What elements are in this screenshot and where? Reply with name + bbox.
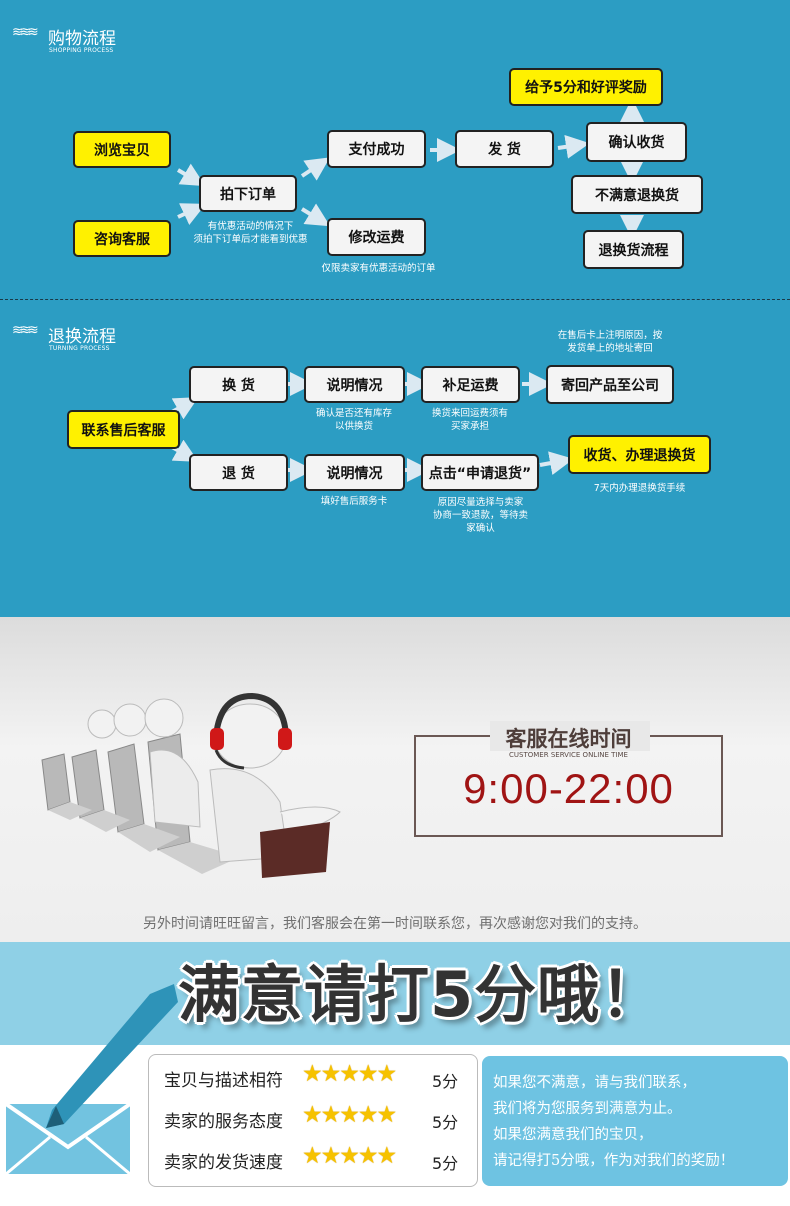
- service-title-bg: [490, 721, 650, 751]
- customer-service-illustration: [41, 692, 341, 878]
- step-pay: 支付成功: [327, 130, 426, 168]
- wave-icon: ≋≋≋: [12, 25, 39, 40]
- service-panel: 客服在线时间 CUSTOMER SERVICE ONLINE TIME 9:00…: [0, 617, 790, 942]
- step-modify-shipping: 修改运费: [327, 218, 426, 256]
- rating-label: 卖家的发货速度: [164, 1153, 283, 1173]
- rating-banner-text: 满意请打5分哦！: [178, 958, 664, 1031]
- shipping-fee-note: 换货来回运费须有 买家承担: [431, 408, 508, 432]
- arrow: [177, 203, 206, 225]
- step-browse: 浏览宝贝: [73, 131, 171, 168]
- service-hours: 9:00-22:00: [463, 765, 674, 812]
- arrow: [539, 451, 574, 475]
- rating-stars: ★★★★★: [302, 1061, 397, 1087]
- process-panel: ≋≋≋ 购物流程 SHOPPING PROCESS: [0, 0, 790, 617]
- rating-panel: 满意请打5分哦！ 宝贝与描述相符 ★★★★★ 5分 卖家的服务态度 ★★★★★ …: [0, 942, 790, 1206]
- step-send-back: 寄回产品至公司: [546, 365, 674, 404]
- explain1-note: 确认是否还有库存 以供换货: [315, 408, 392, 432]
- service-subtitle: CUSTOMER SERVICE ONLINE TIME: [509, 751, 628, 759]
- rating-score: 5分: [432, 1072, 459, 1091]
- step-consult: 咨询客服: [73, 220, 171, 257]
- step-receive: 收货、办理退换货: [568, 435, 711, 474]
- arrow: [300, 203, 331, 227]
- send-back-note: 在售后卡上注明原因，按 发货单上的地址寄回: [557, 330, 663, 354]
- modify-note: 仅限卖家有优惠活动的订单: [321, 263, 436, 274]
- step-apply-refund: 点击“申请退货”: [421, 454, 539, 491]
- rating-score: 5分: [432, 1154, 459, 1173]
- service-title: 客服在线时间: [505, 727, 632, 751]
- shopping-subtitle: SHOPPING PROCESS: [49, 47, 114, 54]
- explain2-note: 填好售后服务卡: [320, 496, 388, 507]
- message-line: 请记得打5分哦，作为对我们的奖励！: [493, 1153, 735, 1169]
- rating-stars: ★★★★★: [302, 1102, 397, 1128]
- step-confirm: 确认收货: [586, 122, 687, 162]
- order-note: 有优惠活动的情况下 须拍下订单后才能看到优惠: [193, 221, 308, 245]
- receive-note: 7天内办理退换货手续: [593, 483, 686, 494]
- message-line: 如果您满意我们的宝贝，: [493, 1127, 653, 1143]
- step-refund: 退 货: [189, 454, 288, 491]
- rating-label: 卖家的服务态度: [164, 1112, 283, 1132]
- section-divider: [0, 299, 790, 300]
- rating-score: 5分: [432, 1113, 459, 1132]
- returns-subtitle: TURNING PROCESS: [49, 345, 110, 352]
- rating-card: [148, 1054, 478, 1187]
- step-exchange: 换 货: [189, 366, 288, 403]
- message-line: 我们将为您服务到满意为止。: [493, 1101, 682, 1117]
- step-return-flow: 退换货流程: [583, 230, 684, 269]
- step-shipping-fee: 补足运费: [421, 366, 520, 403]
- envelope-pen-icon: [4, 984, 178, 1176]
- returns-title: 退换流程: [48, 327, 116, 347]
- step-ship: 发 货: [455, 130, 554, 168]
- shopping-title: 购物流程: [48, 29, 116, 49]
- message-box: 如果您不满意，请与我们联系， 我们将为您服务到满意为止。 如果您满意我们的宝贝，…: [482, 1056, 788, 1186]
- flow-arrows: [171, 98, 644, 482]
- service-footer-note: 另外时间请旺旺留言，我们客服会在第一时间联系您，再次感谢您对我们的支持。: [143, 916, 647, 932]
- arrow: [176, 163, 206, 187]
- step-explain-refund: 说明情况: [304, 454, 405, 491]
- wave-icon: ≋≋≋: [12, 323, 39, 338]
- arrow: [557, 134, 590, 159]
- apply-note: 原因尽量选择与卖家 协商一致退款，等待卖 家确认: [432, 497, 528, 534]
- rating-stars: ★★★★★: [302, 1143, 397, 1169]
- step-reward: 给予5分和好评奖励: [509, 68, 663, 106]
- step-explain-exchange: 说明情况: [304, 366, 405, 403]
- step-unsatisfied: 不满意退换货: [571, 175, 703, 214]
- message-line: 如果您不满意，请与我们联系，: [493, 1075, 696, 1091]
- step-contact-service: 联系售后客服: [67, 410, 180, 449]
- rating-label: 宝贝与描述相符: [164, 1071, 283, 1091]
- step-order: 拍下订单: [199, 175, 297, 212]
- arrow: [300, 157, 330, 181]
